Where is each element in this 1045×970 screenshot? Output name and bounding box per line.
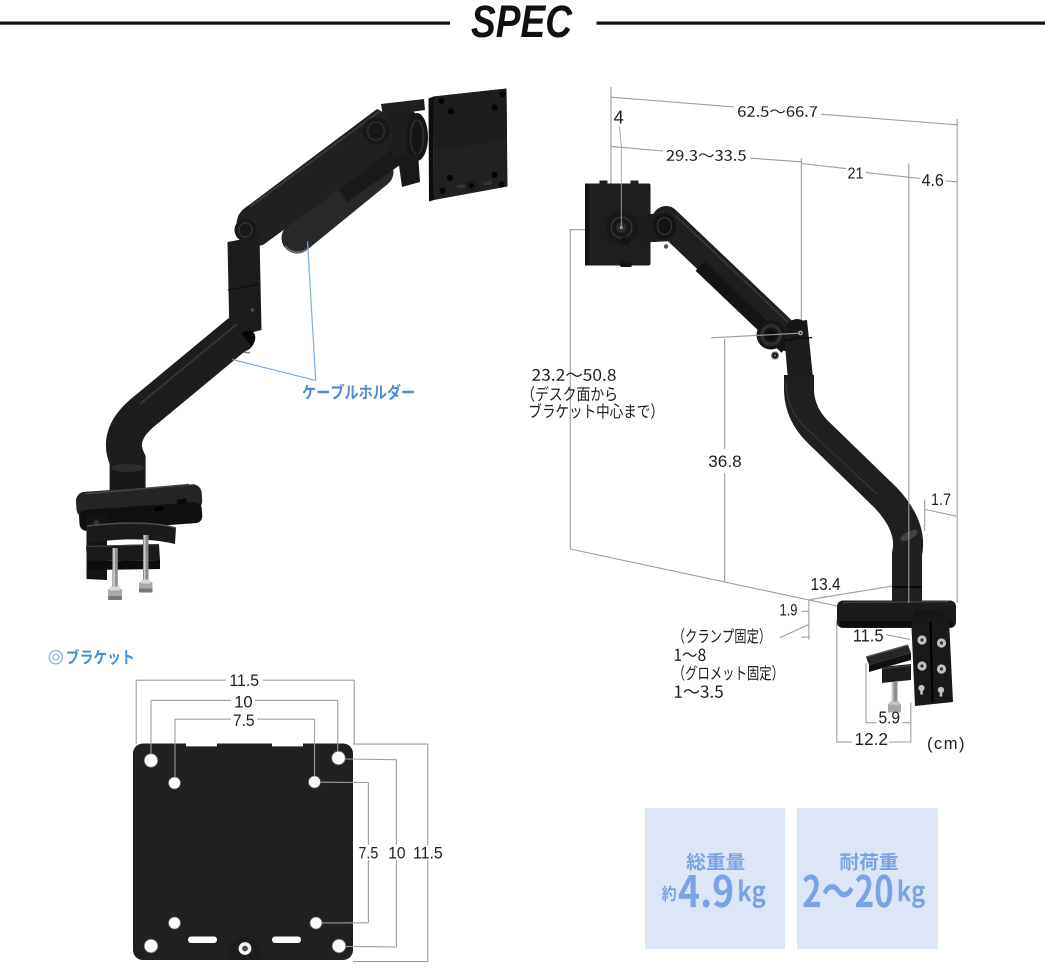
svg-text:7.5: 7.5 bbox=[359, 844, 379, 863]
svg-text:36.8: 36.8 bbox=[708, 452, 741, 471]
svg-text:10: 10 bbox=[388, 844, 405, 863]
svg-text:21: 21 bbox=[848, 165, 864, 182]
svg-text:5.9: 5.9 bbox=[879, 708, 901, 728]
svg-text:11.5: 11.5 bbox=[229, 671, 259, 690]
svg-text:1.9: 1.9 bbox=[780, 601, 798, 620]
svg-text:1.7: 1.7 bbox=[931, 490, 951, 509]
svg-text:13.4: 13.4 bbox=[811, 574, 841, 594]
svg-text:11.5: 11.5 bbox=[853, 625, 884, 645]
svg-text:4.6: 4.6 bbox=[922, 170, 944, 190]
svg-text:SPEC: SPEC bbox=[471, 0, 573, 47]
svg-text:4: 4 bbox=[614, 106, 624, 127]
svg-text:11.5: 11.5 bbox=[413, 844, 443, 863]
svg-text:(cm): (cm) bbox=[927, 735, 966, 753]
svg-text:12.2: 12.2 bbox=[855, 729, 889, 749]
svg-text:7.5: 7.5 bbox=[233, 711, 255, 730]
svg-text:10: 10 bbox=[234, 692, 253, 711]
